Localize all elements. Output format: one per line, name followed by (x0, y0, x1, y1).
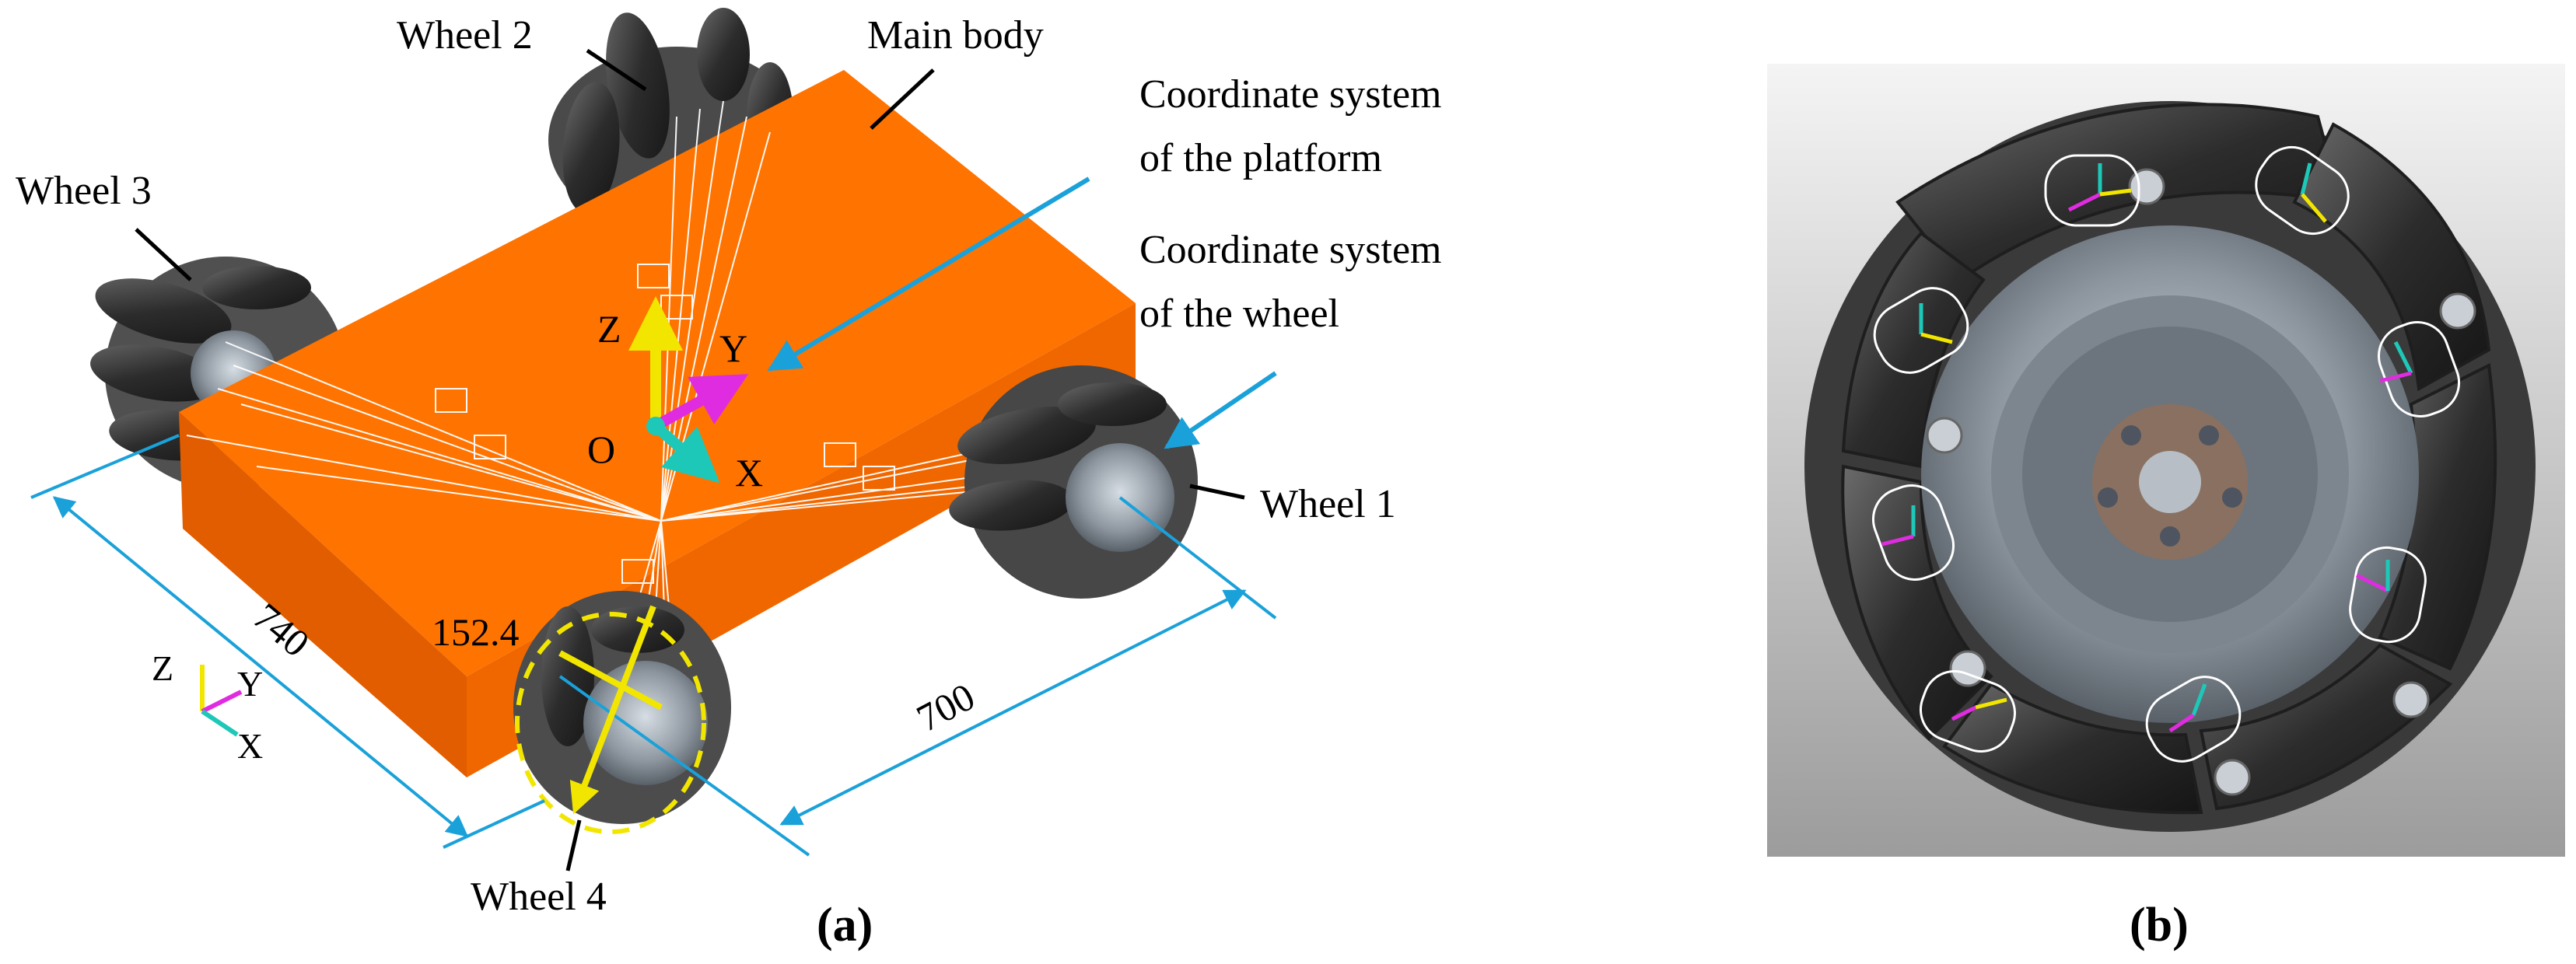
small-triad-z-label: Z (152, 648, 173, 688)
axis-z-label: Z (597, 307, 621, 351)
axis-y-label: Y (719, 327, 747, 370)
wheel-4-pointer (565, 819, 582, 871)
wheel-3-label: Wheel 3 (16, 169, 152, 213)
wheel-2-graphic (548, 8, 805, 233)
main-body-label: Main body (867, 13, 1044, 58)
wheel-4-graphic (513, 591, 731, 834)
wheel-1-label: Wheel 1 (1260, 482, 1396, 526)
panel-b: (b) (1767, 64, 2565, 952)
small-axis-triad: Z Y X (152, 648, 263, 766)
wheel-1-pointer (1189, 484, 1245, 500)
panel-a: Z Y X 740 700 152.4 (16, 8, 1442, 952)
coord-platform-line2: of the platform (1139, 136, 1382, 180)
wheel-4-dashed-outline (515, 612, 706, 834)
callout-lines (135, 48, 1277, 871)
wheel-2-pointer (586, 48, 647, 92)
panel-a-label: (a) (817, 899, 873, 952)
coord-wheel-line2: of the wheel (1139, 292, 1339, 336)
axis-x-label: X (735, 451, 763, 494)
wheel-4-label: Wheel 4 (471, 875, 607, 919)
platform-y-axis (653, 374, 749, 431)
dimension-152-4-label: 152.4 (432, 610, 520, 654)
axis-origin-label: O (587, 428, 615, 471)
small-triad-x-label: X (237, 726, 263, 766)
platform-axes (628, 296, 749, 484)
platform-coord-pointer (767, 176, 1090, 372)
main-body-pointer (870, 68, 935, 130)
platform-x-axis (652, 421, 720, 484)
coord-platform-line1: Coordinate system (1139, 72, 1442, 117)
wheel-coord-pointer (1164, 371, 1277, 449)
panel-b-label: (b) (2130, 899, 2189, 952)
coord-wheel-line1: Coordinate system (1139, 228, 1442, 272)
mecanum-wheel-graphic (1804, 101, 2536, 832)
platform-origin-dot (646, 417, 665, 435)
wheel-3-pointer (135, 228, 192, 281)
wheel-2-label: Wheel 2 (397, 13, 533, 58)
small-triad-y-label: Y (237, 664, 263, 704)
dimension-152-4: 152.4 (432, 605, 663, 815)
